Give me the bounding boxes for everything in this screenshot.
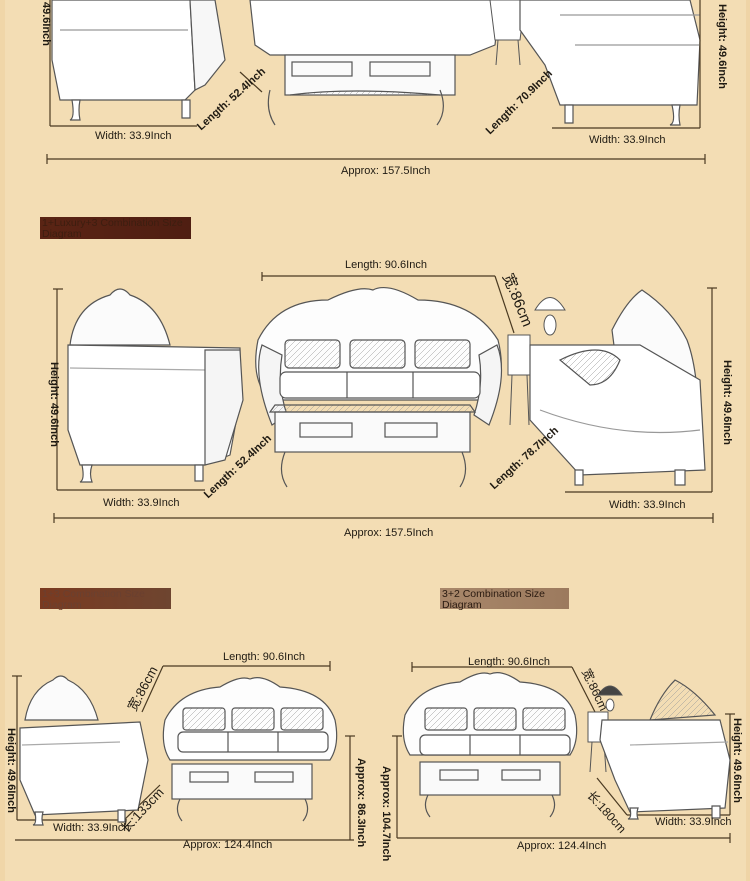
- right-border: [746, 0, 750, 881]
- section2-side-table-lamp: [507, 297, 566, 426]
- s2-width-left-label: Width: 33.9Inch: [103, 497, 180, 509]
- s3-height-left-label: Height: 49.6Inch: [5, 728, 17, 813]
- s3-title-badge: 1+3 Combination Size Diagram: [40, 588, 171, 611]
- s2-length-top-label: Length: 90.6Inch: [345, 259, 427, 271]
- s2-approx-total-label: Approx: 157.5Inch: [344, 527, 434, 539]
- s1-approx-total-label: Approx: 157.5Inch: [341, 165, 431, 177]
- section1-side-table: [489, 0, 526, 66]
- section3-dimension-lines: [12, 661, 355, 841]
- section2-dimension-lines: [53, 272, 717, 523]
- s3-approx-total-label: Approx: 124.4Inch: [183, 839, 273, 851]
- section3-sofa: [162, 677, 338, 822]
- s4-approx-side-label: Approx: 104.7Inch: [380, 766, 392, 862]
- section2-armchair-left: [67, 288, 244, 483]
- s1-height-left-label: 49.6Inch: [40, 2, 52, 47]
- s2-height-right-label: Height: 49.6Inch: [721, 360, 733, 445]
- section1-sofa-center: [249, 0, 501, 126]
- s4-width-right-label: Width: 33.9Inch: [655, 816, 732, 828]
- s2-width-right-label: Width: 33.9Inch: [609, 499, 686, 511]
- s3-approx-side-label: Approx: 86.3Inch: [355, 758, 367, 848]
- s3-width-left-label: Width: 33.9Inch: [53, 822, 130, 834]
- s2-height-left-label: Height: 49.6Inch: [48, 362, 60, 447]
- section1-armchair-left: [51, 0, 226, 121]
- section3-armchair: [19, 675, 149, 826]
- section4-sofa: [402, 672, 578, 818]
- s4-height-right-label: Height: 49.6Inch: [731, 718, 743, 803]
- s4-title-badge: 3+2 Combination Size Diagram: [440, 588, 569, 611]
- s4-approx-total-label: Approx: 124.4Inch: [517, 840, 607, 852]
- s4-length-top-label: Length: 90.6Inch: [468, 656, 550, 668]
- s1-width-left-label: Width: 33.9Inch: [95, 130, 172, 142]
- section2-chaise-right: [529, 289, 706, 486]
- s2-title-badge: 1+Luxury+3 Combination Size Diagram: [40, 217, 191, 240]
- s1-width-right-label: Width: 33.9Inch: [589, 134, 666, 146]
- s3-length-top-label: Length: 90.6Inch: [223, 651, 305, 663]
- section2-sofa-center: [255, 287, 503, 488]
- section1-dimension-lines: [46, 0, 706, 164]
- left-border: [0, 0, 5, 881]
- section4-loveseat: [599, 679, 731, 820]
- section1-armchair-right: [519, 0, 701, 126]
- s1-height-right-label: Height: 49.6Inch: [716, 4, 728, 89]
